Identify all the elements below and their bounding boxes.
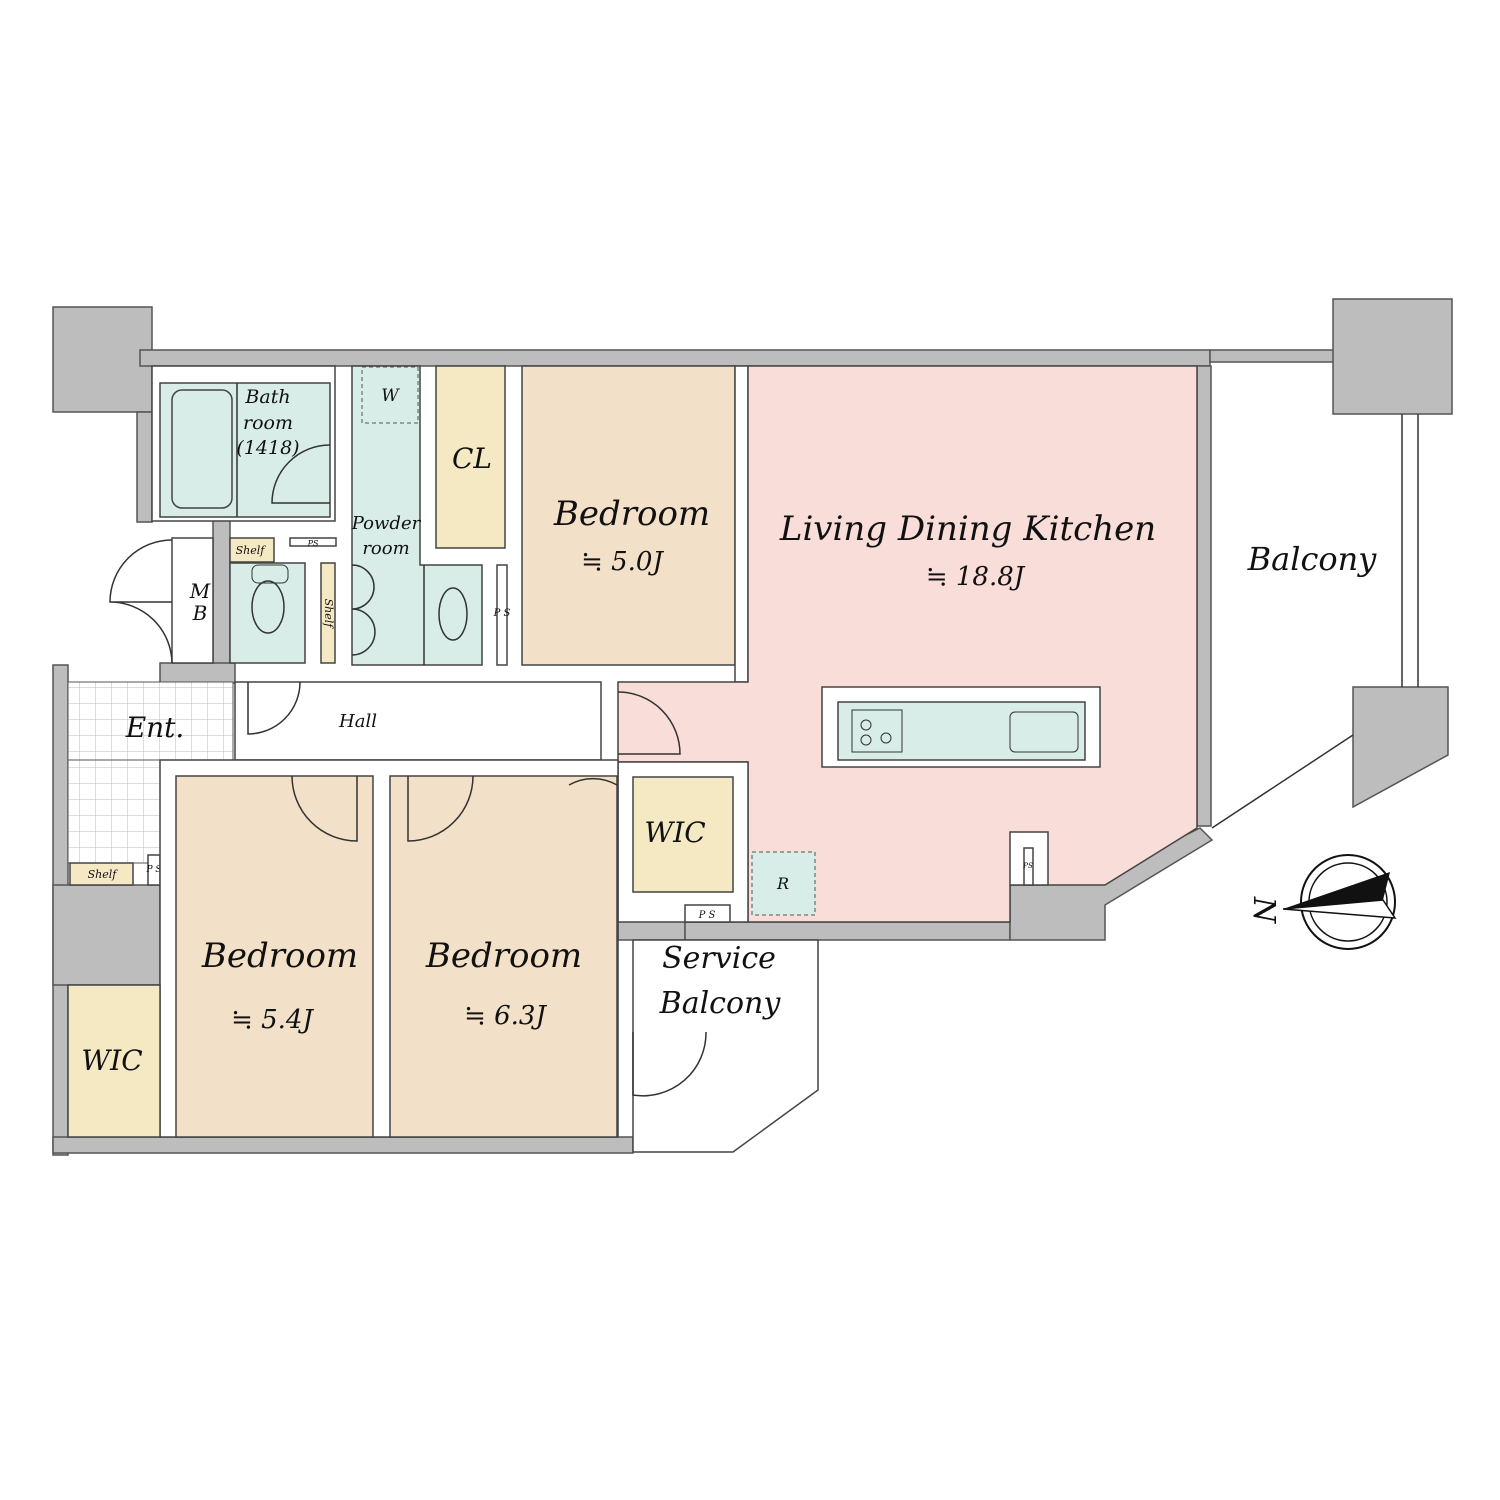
wic-left: [67, 984, 161, 1138]
ps-label-2: P S: [493, 608, 511, 619]
bedroom-mid-area: ≒ 6.3J: [464, 1001, 547, 1031]
living-dining-kitchen: [617, 365, 1198, 923]
closet: [435, 365, 506, 549]
washer-space: [361, 366, 419, 424]
bath-label-2: room: [243, 412, 293, 434]
closet-label: CL: [452, 442, 492, 475]
powder-closet-doors[interactable]: [351, 564, 376, 656]
compass-north-label: N: [1246, 896, 1281, 925]
ldk-label: Living Dining Kitchen: [779, 509, 1156, 549]
hall-label: Hall: [338, 711, 377, 732]
shelf-toilet: [229, 537, 275, 563]
toilet-icon: [251, 580, 285, 634]
bedroom-north: [521, 365, 736, 666]
shelf-entrance-label: Shelf: [88, 868, 119, 881]
mb-label: M: [189, 579, 211, 603]
washer-label: W: [381, 386, 400, 406]
bedroom-left-area: ≒ 5.4J: [231, 1005, 314, 1035]
exterior-walls: [52, 298, 1453, 1156]
bath-label: Bath: [244, 386, 290, 408]
bedroom-north-label: Bedroom: [553, 494, 710, 534]
bedroom-mid: [389, 775, 618, 1138]
bathtub-icon: [171, 389, 233, 509]
bedroom-mid-label: Bedroom: [425, 936, 582, 976]
balcony-label: Balcony: [1247, 540, 1378, 578]
wic-door[interactable]: [568, 777, 618, 786]
powder-room-label-2: room: [362, 538, 409, 559]
ldk-area: ≒ 18.8J: [926, 562, 1026, 592]
powder-room: [351, 365, 483, 666]
toilet-tank-icon: [251, 564, 289, 584]
kitchen-sink-icon: [1009, 711, 1079, 753]
wic-left-label: WIC: [81, 1044, 142, 1077]
ps-label-5: P S: [698, 910, 716, 921]
mb-label-2: B: [192, 601, 208, 625]
ps-label-3: P S: [145, 865, 161, 875]
ps-label: PS: [307, 539, 319, 548]
shelf-vertical: [320, 562, 336, 664]
stove-icon: [851, 709, 903, 753]
shelf-entrance: [69, 862, 134, 886]
sink-icon: [438, 587, 468, 641]
compass-icon: N: [1246, 854, 1397, 950]
service-balcony-label: Service: [662, 941, 776, 976]
bedroom-mid-door[interactable]: [407, 775, 474, 842]
bedroom-left-label: Bedroom: [201, 936, 358, 976]
toilet-door[interactable]: [247, 681, 301, 735]
bathroom: [159, 382, 331, 518]
bedroom-left-door[interactable]: [291, 775, 358, 842]
entrance-label: Ent.: [125, 711, 185, 744]
ldk-door[interactable]: [617, 691, 681, 755]
ps-label-4: PS: [1022, 862, 1033, 870]
service-balcony-door[interactable]: [632, 1031, 707, 1097]
refrigerator-label: R: [776, 874, 789, 893]
bath-size-label: (1418): [236, 437, 299, 459]
bath-door[interactable]: [271, 444, 331, 504]
refrigerator-space: [751, 851, 816, 916]
entrance-floor: [67, 681, 234, 761]
bedroom-left: [175, 775, 374, 1138]
wic-right: [632, 776, 734, 893]
shelf-label: Shelf: [236, 544, 267, 557]
service-balcony: [632, 939, 819, 1153]
shelf-vertical-label: Shelf: [322, 599, 335, 630]
entrance-door[interactable]: [109, 539, 173, 664]
hall: [234, 681, 602, 761]
bedroom-north-area: ≒ 5.0J: [581, 547, 664, 577]
service-balcony-label-2: Balcony: [659, 986, 782, 1021]
meter-box: [171, 537, 214, 664]
powder-room-label: Powder: [351, 513, 422, 534]
wic-right-label: WIC: [644, 816, 705, 849]
